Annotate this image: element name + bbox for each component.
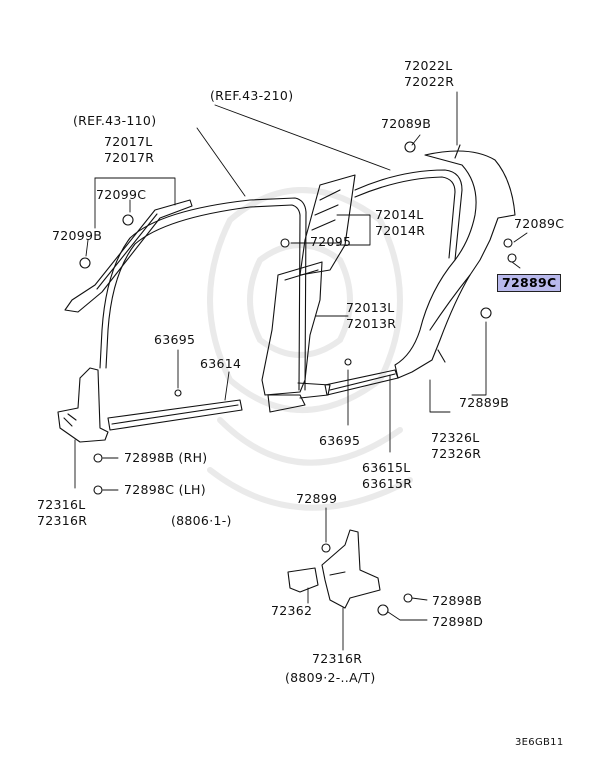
leader-lines xyxy=(74,91,528,651)
label-72099B: 72099B xyxy=(52,228,103,243)
kick-panel-front xyxy=(57,367,109,443)
label-72017: 72017L 72017R xyxy=(104,134,154,166)
rear-quarter-trim xyxy=(394,144,516,379)
label-72022: 72022L 72022R xyxy=(404,58,454,90)
label-63615R: 63615R xyxy=(362,476,413,491)
label-date-8809: (8809·2-..A/T) xyxy=(285,670,376,685)
label-72326R: 72326R xyxy=(431,446,482,461)
label-72022L: 72022L xyxy=(404,58,453,73)
label-72898B-rh: 72898B (RH) xyxy=(124,450,208,465)
bracket-72362 xyxy=(287,567,319,593)
b-pillar-lower-trim xyxy=(261,261,331,413)
front-scuff-plate xyxy=(107,399,243,431)
label-72326L: 72326L xyxy=(431,430,480,445)
label-72899: 72899 xyxy=(296,491,338,506)
label-date-8806: (8806·1-) xyxy=(171,513,232,528)
label-63695-left: 63695 xyxy=(154,332,196,347)
label-72014: 72014L 72014R xyxy=(375,207,425,239)
fasteners xyxy=(79,141,517,616)
label-72889B: 72889B xyxy=(459,395,510,410)
rear-weatherstrip xyxy=(354,169,463,261)
label-63615: 63615L 63615R xyxy=(362,460,412,492)
label-72898D: 72898D xyxy=(432,614,484,629)
label-72089B-top: 72089B xyxy=(381,116,432,131)
label-63614: 63614 xyxy=(200,356,242,371)
kick-panel-rear xyxy=(321,529,381,609)
label-72017R: 72017R xyxy=(104,150,155,165)
label-72898C-lh: 72898C (LH) xyxy=(124,482,206,497)
label-72898B-bottom: 72898B xyxy=(432,593,483,608)
label-72014R: 72014R xyxy=(375,223,426,238)
label-72316L: 72316L xyxy=(37,497,86,512)
label-63615L: 63615L xyxy=(362,460,411,475)
label-72014L: 72014L xyxy=(375,207,424,222)
label-72095: 72095 xyxy=(310,234,352,249)
label-72099C: 72099C xyxy=(96,187,147,202)
label-72013R: 72013R xyxy=(346,316,397,331)
label-72022R: 72022R xyxy=(404,74,455,89)
label-72889C-highlight[interactable]: 72889C xyxy=(497,274,562,292)
label-72316R-bottom: 72316R xyxy=(312,651,363,666)
label-72013L: 72013L xyxy=(346,300,395,315)
label-72089C: 72089C xyxy=(514,216,565,231)
label-72017L: 72017L xyxy=(104,134,153,149)
label-72362: 72362 xyxy=(271,603,313,618)
diagram-code: 3E6GB11 xyxy=(515,737,564,748)
label-72013: 72013L 72013R xyxy=(346,300,396,332)
label-ref-43-110: (REF.43-110) xyxy=(73,113,157,128)
label-72316: 72316L 72316R xyxy=(37,497,87,529)
label-ref-43-210: (REF.43-210) xyxy=(210,88,294,103)
front-weatherstrip xyxy=(99,197,307,391)
label-72316R: 72316R xyxy=(37,513,88,528)
b-pillar-upper-trim xyxy=(299,174,356,276)
label-72326: 72326L 72326R xyxy=(431,430,481,462)
label-63695-right: 63695 xyxy=(319,433,361,448)
